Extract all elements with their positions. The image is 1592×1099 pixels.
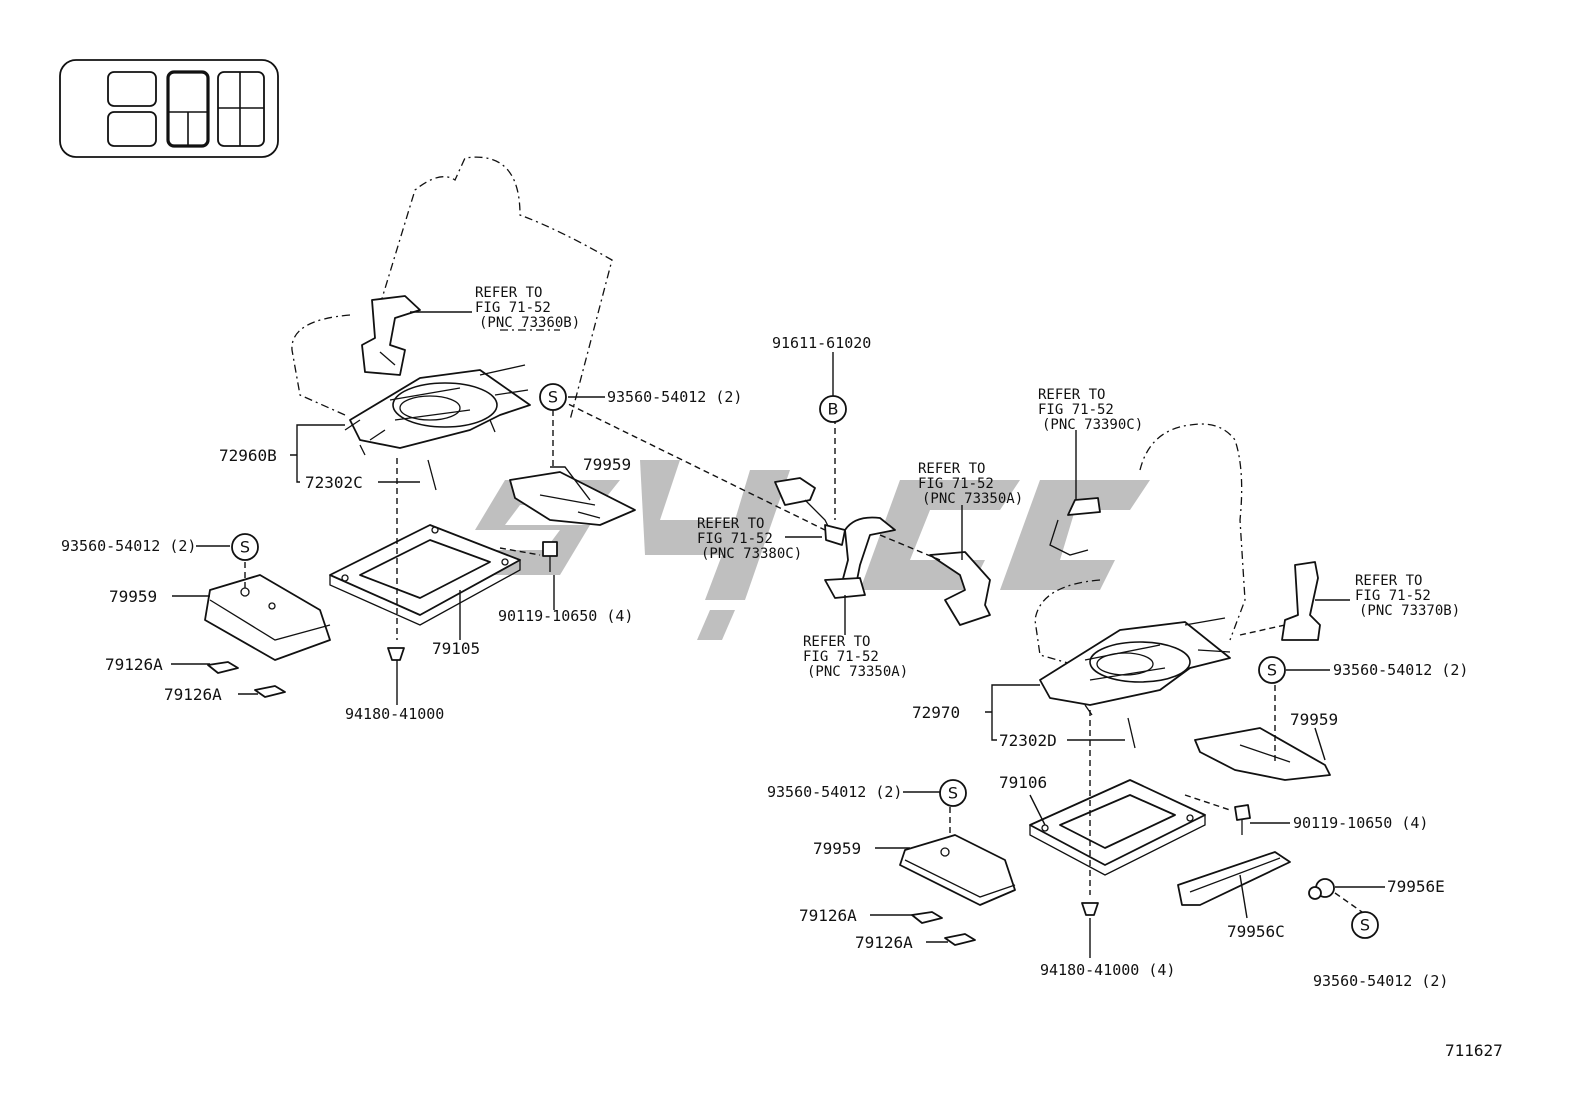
svg-text:FIG 71-52: FIG 71-52 [475, 300, 551, 316]
svg-text:REFER TO: REFER TO [803, 634, 870, 650]
ref-callout-73390c: REFER TO FIG 71-52 (PNC 73390C) [1038, 387, 1143, 433]
b-symbol: B [819, 395, 847, 423]
label-72960b: 72960B [219, 446, 277, 465]
label-79959-right: 79959 [1290, 710, 1338, 729]
svg-text:(PNC 73350A): (PNC 73350A) [922, 491, 1023, 507]
label-79126a-4: 79126A [855, 933, 913, 952]
left-bracket-79959-upper [509, 471, 636, 526]
svg-text:FIG 71-52: FIG 71-52 [697, 531, 773, 547]
s-symbol-right: S [1258, 656, 1286, 684]
right-seat-outline [1034, 423, 1246, 666]
svg-text:REFER TO: REFER TO [697, 516, 764, 532]
left-seat-outline [291, 156, 613, 421]
assembly-lines [244, 399, 1363, 913]
label-79959-top: 79959 [583, 455, 631, 474]
label-93560-top: 93560-54012 (2) [607, 388, 742, 406]
left-fasteners [387, 459, 558, 661]
left-clips-79126a [207, 661, 286, 698]
leader-lines [171, 311, 1385, 958]
svg-text:(PNC 73390C): (PNC 73390C) [1042, 417, 1143, 433]
svg-text:(PNC 73380C): (PNC 73380C) [701, 546, 802, 562]
label-79126a-1: 79126A [105, 655, 163, 674]
label-93560-left: 93560-54012 (2) [61, 537, 196, 555]
label-93560-right: 93560-54012 (2) [1333, 661, 1468, 679]
label-94180-right: 94180-41000 (4) [1040, 961, 1175, 979]
svg-text:(PNC 73370B): (PNC 73370B) [1359, 603, 1460, 619]
label-72970: 72970 [912, 703, 960, 722]
part-labels: 91611-61020 93560-54012 (2) 79959 72960B… [61, 334, 1503, 1060]
svg-text:S: S [1267, 661, 1277, 680]
svg-text:FIG 71-52: FIG 71-52 [1038, 402, 1114, 418]
right-bracket-79959-upper [1194, 727, 1331, 781]
label-79956e: 79956E [1387, 877, 1445, 896]
label-79956c: 79956C [1227, 922, 1285, 941]
center-bracket-79959-lower [899, 834, 1016, 906]
svg-text:(PNC 73360B): (PNC 73360B) [479, 315, 580, 331]
label-79126a-3: 79126A [799, 906, 857, 925]
left-buckle-part [361, 295, 421, 376]
svg-text:REFER TO: REFER TO [1355, 573, 1422, 589]
center-belt-parts [774, 477, 991, 626]
svg-text:B: B [828, 400, 839, 419]
s-symbol-bottom: S [1351, 911, 1379, 939]
left-seat-base-79105 [329, 524, 521, 626]
right-seat-track-72970 [1039, 617, 1231, 716]
right-belt-anchor [1281, 561, 1321, 641]
svg-text:S: S [948, 784, 958, 803]
s-symbol-mid: S [939, 779, 967, 807]
label-93560-mid: 93560-54012 (2) [767, 783, 902, 801]
right-buckle-upper [1049, 497, 1101, 556]
label-72302d: 72302D [999, 731, 1057, 750]
ref-callout-73350a-bottom: REFER TO FIG 71-52 (PNC 73350A) [803, 634, 908, 680]
circle-symbols: S B S S S S [231, 383, 1379, 939]
side-cover-79956c [1177, 851, 1291, 906]
figure-number: 711627 [1445, 1041, 1503, 1060]
label-79106: 79106 [999, 773, 1047, 792]
svg-text:REFER TO: REFER TO [918, 461, 985, 477]
svg-text:REFER TO: REFER TO [475, 285, 542, 301]
label-72302c: 72302C [305, 473, 363, 492]
s-symbol-top: S [539, 383, 567, 411]
svg-text:FIG 71-52: FIG 71-52 [803, 649, 879, 665]
label-79959-left: 79959 [109, 587, 157, 606]
label-79126a-2: 79126A [164, 685, 222, 704]
label-79105: 79105 [432, 639, 480, 658]
label-93560-bottom: 93560-54012 (2) [1313, 972, 1448, 990]
label-79959-mid: 79959 [813, 839, 861, 858]
cap-79956e [1308, 878, 1335, 900]
label-94180-left: 94180-41000 [345, 705, 444, 723]
left-seat-track-72960b [344, 364, 531, 456]
right-fasteners [1081, 717, 1251, 916]
label-90119-right: 90119-10650 (4) [1293, 814, 1428, 832]
ref-callout-73360b: REFER TO FIG 71-52 (PNC 73360B) [475, 285, 580, 331]
svg-text:REFER TO: REFER TO [1038, 387, 1105, 403]
seat-layout-key-icon [59, 59, 279, 158]
label-90119-left: 90119-10650 (4) [498, 607, 633, 625]
right-seat-base-79106 [1029, 779, 1206, 876]
right-clips-79126a [911, 911, 976, 946]
svg-text:S: S [1360, 916, 1370, 935]
svg-text:FIG 71-52: FIG 71-52 [918, 476, 994, 492]
left-cover-79959-lower [204, 574, 331, 661]
label-91611-61020: 91611-61020 [772, 334, 871, 352]
svg-text:S: S [548, 388, 558, 407]
svg-text:(PNC 73350A): (PNC 73350A) [807, 664, 908, 680]
ref-callout-73350a-top: REFER TO FIG 71-52 (PNC 73350A) [918, 461, 1023, 507]
svg-text:FIG 71-52: FIG 71-52 [1355, 588, 1431, 604]
svg-text:S: S [240, 538, 250, 557]
ref-callout-73380c: REFER TO FIG 71-52 (PNC 73380C) [697, 516, 802, 562]
s-symbol-left: S [231, 533, 259, 561]
ref-callout-73370b: REFER TO FIG 71-52 (PNC 73370B) [1355, 573, 1460, 619]
